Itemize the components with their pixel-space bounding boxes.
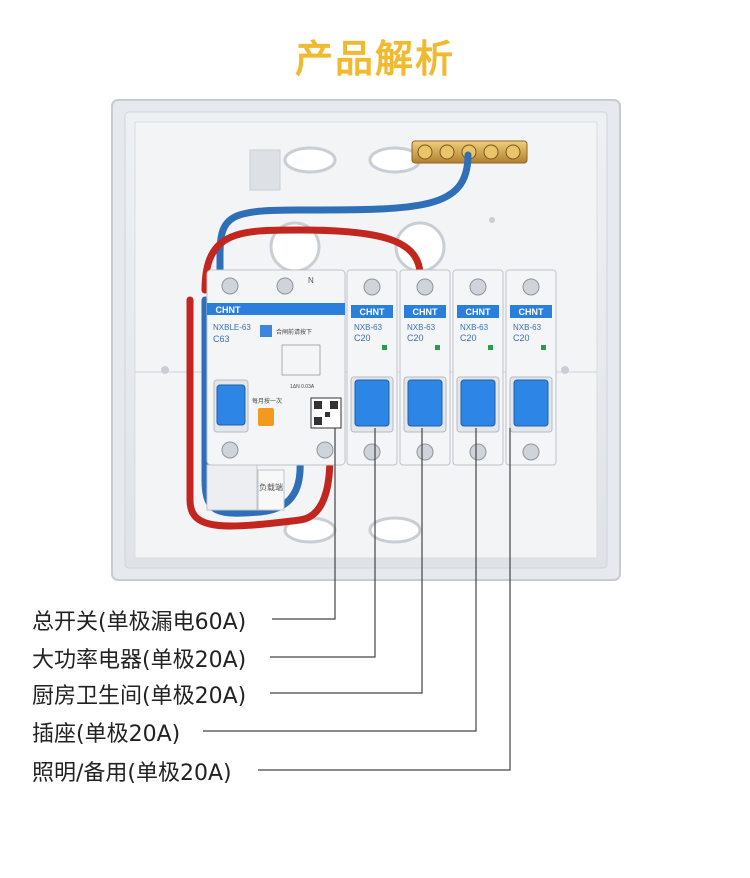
page-title: 产品解析 <box>294 37 455 81</box>
branch-breaker-model: NXB-63 <box>354 323 383 332</box>
close-instruction: 合闸前请按下 <box>276 328 312 336</box>
main-breaker: 负载端 N CHNT NXBLE-63 C63 合闸前请按下 1ΔN 0.03A… <box>206 269 346 511</box>
branch-breakers: CHNTNXB-63C20CHNTNXB-63C20CHNTNXB-63C20C… <box>346 269 557 466</box>
callout-line <box>270 428 376 658</box>
callout-label: 插座(单极20A) <box>32 722 181 747</box>
branch-breaker-toggle[interactable] <box>354 379 390 427</box>
callout-label: 照明/备用(单极20A) <box>32 761 232 786</box>
callout-line <box>272 428 336 620</box>
test-button[interactable] <box>258 408 274 426</box>
trip-spec: 1ΔN 0.03A <box>290 384 315 390</box>
callout-line <box>258 428 511 771</box>
neutral-mark: N <box>308 276 314 285</box>
brand-logo: CHNT <box>466 307 491 317</box>
branch-breaker-toggle[interactable] <box>513 379 549 427</box>
callout-lines <box>203 428 511 771</box>
test-label: 每月按一次 <box>252 397 282 405</box>
brand-logo: CHNT <box>519 307 544 317</box>
main-breaker-model: NXBLE-63 <box>213 323 251 332</box>
main-breaker-rating: C63 <box>213 334 230 344</box>
callout-label: 大功率电器(单极20A) <box>32 648 247 673</box>
main-breaker-toggle[interactable] <box>216 384 246 426</box>
callout-line <box>203 428 477 732</box>
branch-breaker-toggle[interactable] <box>460 379 496 427</box>
brand-logo: CHNT <box>216 305 241 315</box>
callout-line <box>270 428 423 694</box>
load-side-tag: 负载端 <box>259 482 283 492</box>
branch-breaker-rating: C20 <box>407 333 424 343</box>
callout-label: 厨房卫生间(单极20A) <box>32 684 247 709</box>
branch-breaker-rating: C20 <box>513 333 530 343</box>
branch-breaker-toggle[interactable] <box>407 379 443 427</box>
callout-label: 总开关(单极漏电60A) <box>32 610 247 635</box>
branch-breaker-model: NXB-63 <box>460 323 489 332</box>
branch-breaker-model: NXB-63 <box>407 323 436 332</box>
branch-breaker-rating: C20 <box>460 333 477 343</box>
brand-logo: CHNT <box>413 307 438 317</box>
brand-logo: CHNT <box>360 307 385 317</box>
branch-breaker-rating: C20 <box>354 333 371 343</box>
branch-breaker-model: NXB-63 <box>513 323 542 332</box>
